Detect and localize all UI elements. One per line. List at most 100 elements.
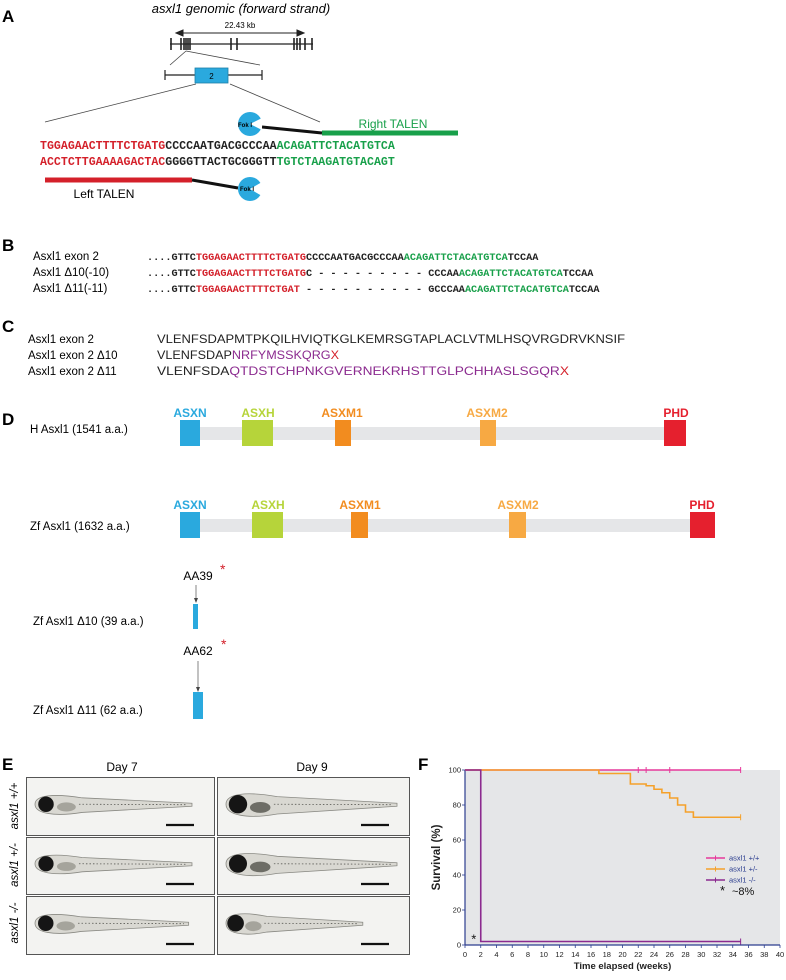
fish-pigment-line	[78, 803, 188, 806]
bottom-right-binding: TGTCTAAGATGTACAGT	[277, 156, 395, 169]
x-tick-label: 0	[463, 950, 467, 959]
x-tick-label: 2	[479, 950, 483, 959]
phd-label: PHD	[689, 498, 715, 512]
human-protein-label: H Asxl1 (1541 a.a.)	[30, 424, 128, 436]
d11-protein-label: Zf Asxl1 Δ11 (62 a.a.)	[33, 705, 143, 717]
scale-bar	[174, 29, 306, 37]
x-tick-label: 38	[760, 950, 768, 959]
zf-asxl1-protein: Zf Asxl1 (1632 a.a.) ASXN ASXH ASXM1 ASX…	[30, 498, 715, 538]
x-tick-label: 16	[587, 950, 595, 959]
indel-alignment: Asxl1 exon 2 ....GTTCTGGAGAACTTTTCTGATGC…	[33, 251, 600, 296]
fish-pigment-line	[78, 922, 185, 925]
x-tick-label: 28	[681, 950, 689, 959]
x-tick-label: 40	[776, 950, 784, 959]
x-tick-label: 32	[713, 950, 721, 959]
x-tick-label: 20	[618, 950, 626, 959]
asxm1-domain	[335, 420, 351, 446]
x-tick-label: 10	[540, 950, 548, 959]
fish-image-ko-day7	[26, 896, 215, 955]
y-tick-label: 60	[453, 836, 461, 845]
asxh-label: ASXH	[241, 406, 274, 420]
annotation-star: *	[720, 883, 725, 898]
x-tick-label: 34	[729, 950, 737, 959]
fish-gut	[249, 861, 271, 873]
fish-image-het-day7	[26, 837, 215, 895]
asxm2-label: ASXM2	[497, 498, 539, 512]
y-tick-label: 80	[453, 801, 461, 810]
truncated-asxn	[193, 692, 203, 719]
fish-body	[34, 795, 193, 815]
x-tick-label: 24	[650, 950, 658, 959]
x-tick-label: 18	[603, 950, 611, 959]
protein-alignment: Asxl1 exon 2 VLENFSDAPMTPKQILHVIQTKGLKEM…	[28, 332, 625, 378]
alignment-row-label: Asxl1 exon 2	[33, 251, 99, 263]
zf-d11-protein: AA62 * Zf Asxl1 Δ11 (62 a.a.)	[33, 636, 227, 719]
asxn-label: ASXN	[173, 498, 206, 512]
bottom-spacer: GGGGTTACTGCGGGTT	[165, 156, 276, 169]
day7-label: Day 7	[106, 760, 138, 774]
zoom-lines	[44, 50, 321, 123]
alignment-row-sequence: ....GTTCTGGAGAACTTTTCTGAT - - - - - - - …	[147, 285, 600, 296]
scale-label: 22.43 kb	[225, 21, 256, 30]
fish-eye	[228, 795, 248, 814]
fish-gut	[56, 921, 75, 931]
asxn-domain	[180, 420, 200, 446]
top-left-binding: TGGAGAACTTTTCTGATG	[40, 140, 165, 153]
panel-label-e: E	[2, 755, 13, 774]
truncated-asxn	[193, 604, 198, 629]
x-tick-label: 12	[555, 950, 563, 959]
protein-backbone	[180, 519, 715, 532]
y-tick-label: 40	[453, 871, 461, 880]
human-asxl1-protein: H Asxl1 (1541 a.a.) ASXN ASXH ASXM1 ASXM…	[30, 406, 689, 446]
x-tick-label: 14	[571, 950, 579, 959]
x-axis-label: Time elapsed (weeks)	[574, 961, 672, 972]
panel-label-f: F	[418, 755, 428, 774]
protein-row-sequence: VLENFSDAPMTPKQILHVIQTKGLKEMRSGTAPLACLVTM…	[157, 332, 625, 346]
genotype-het-label: asxl1 +/-	[9, 843, 21, 887]
day9-label: Day 9	[296, 760, 328, 774]
fish-pigment-line	[78, 863, 188, 865]
genomic-title: asxl1 genomic (forward strand)	[152, 1, 330, 16]
y-tick-label: 0	[457, 941, 461, 950]
fish-body	[34, 854, 193, 875]
fish-gut	[56, 861, 76, 871]
x-tick-label: 6	[510, 950, 514, 959]
asxm2-label: ASXM2	[466, 406, 508, 420]
asxh-domain	[252, 512, 283, 538]
y-axis-label: Survival (%)	[431, 824, 443, 890]
asxm1-label: ASXM1	[339, 498, 381, 512]
asxn-label: ASXN	[173, 406, 206, 420]
x-tick-label: 36	[744, 950, 752, 959]
fish-pigment-line	[273, 803, 392, 806]
bottom-strand-sequence: ACCTCTTGAAAAGACTACGGGGTTACTGCGGGTTTGTCTA…	[40, 156, 395, 169]
x-tick-label: 22	[634, 950, 642, 959]
fish-eye	[38, 796, 54, 812]
fish-eye	[38, 856, 54, 872]
protein-backbone	[180, 427, 685, 440]
alignment-row-label: Asxl1 Δ10(-10)	[33, 267, 109, 279]
panel-label-d: D	[2, 410, 14, 429]
stop-star: *	[221, 636, 227, 652]
alignment-row-sequence: ....GTTCTGGAGAACTTTTCTGATGC - - - - - - …	[147, 269, 594, 280]
legend-entry: asxl1 -/-	[729, 876, 756, 885]
zf-d10-protein: AA39 * Zf Asxl1 Δ10 (39 a.a.)	[33, 561, 226, 629]
fish-gut	[249, 802, 271, 813]
x-tick-label: 30	[697, 950, 705, 959]
fish-eye	[38, 915, 54, 931]
left-talen-label: Left TALEN	[74, 187, 135, 201]
survival-curve-1	[465, 769, 741, 819]
x-tick-label: 8	[526, 950, 530, 959]
asxm1-label: ASXM1	[321, 406, 363, 420]
plot-area	[465, 770, 780, 945]
panel-label-b: B	[2, 236, 14, 255]
panel-label-c: C	[2, 317, 14, 336]
fok1-top-label: Fok I	[238, 123, 252, 129]
zf-protein-label: Zf Asxl1 (1632 a.a.)	[30, 521, 130, 533]
aa39-label: AA39	[183, 569, 213, 583]
fish-pigment-line	[273, 863, 392, 865]
fish-eye	[228, 854, 248, 873]
x-tick-label: 26	[666, 950, 674, 959]
genotype-wt-label: asxl1 +/+	[9, 782, 21, 829]
